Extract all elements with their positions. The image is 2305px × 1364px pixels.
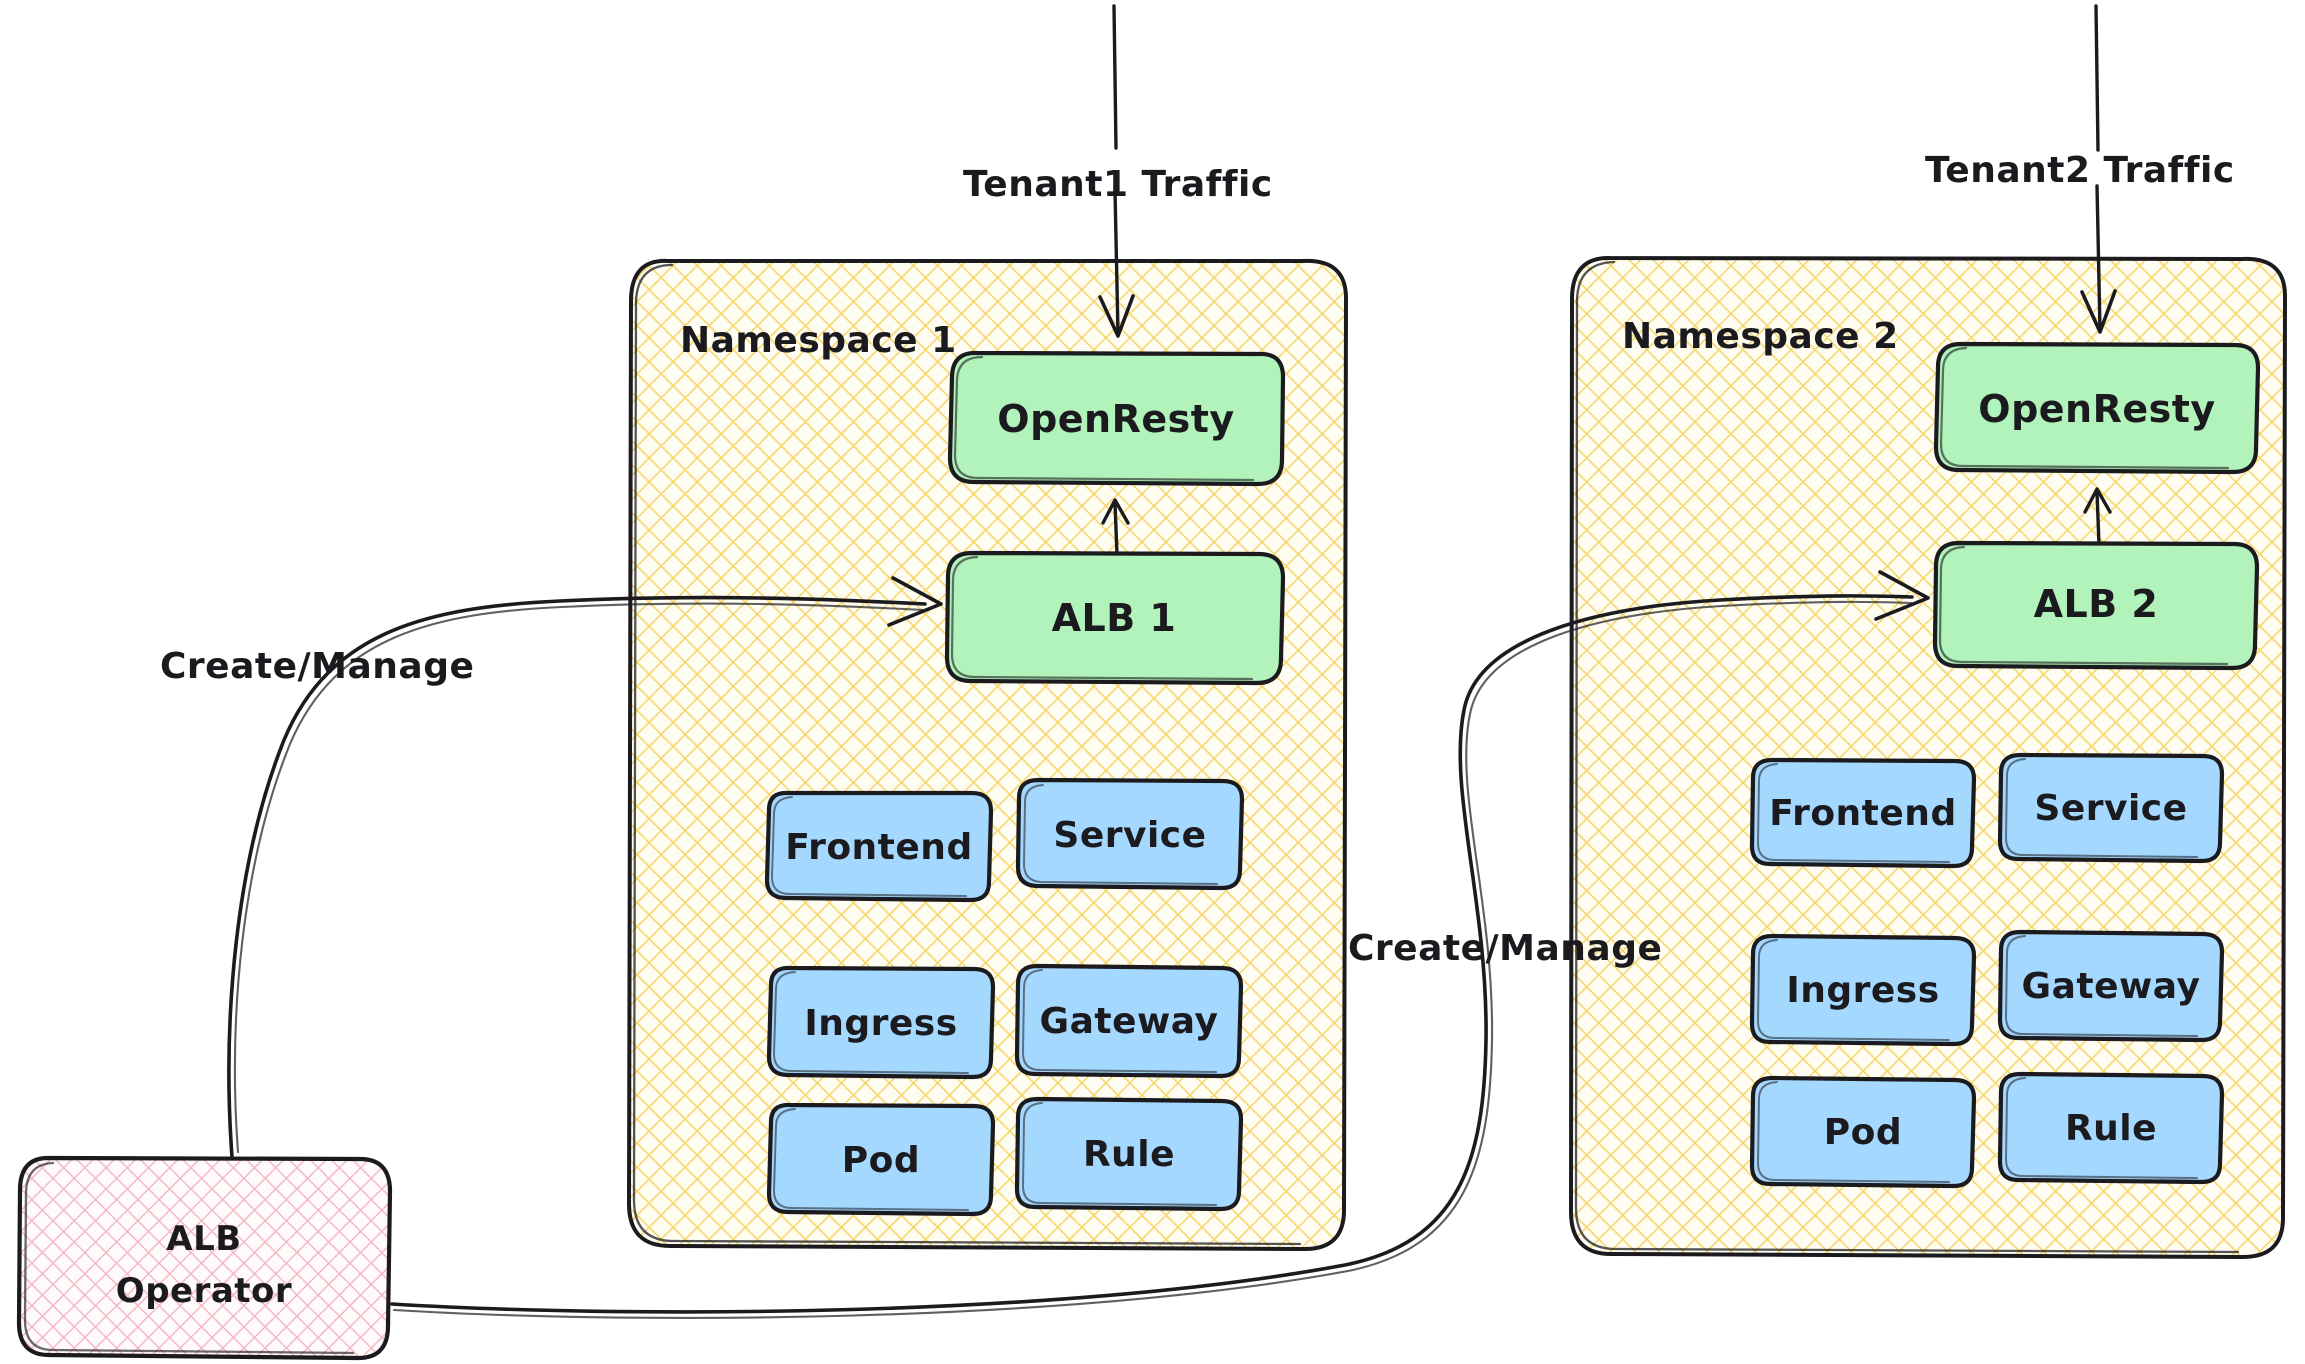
node-alb-1-label: ALB 1 [1052,596,1177,640]
resource-box[interactable]: Frontend [1749,757,1977,869]
alb-operator-border-sketch [23,1161,355,1355]
resource-box[interactable]: Pod [766,1102,996,1217]
resource-box[interactable]: Gateway [1014,963,1244,1079]
resource-box-label: Rule [1083,1134,1175,1175]
resource-box-label: Service [2034,788,2187,829]
node-openresty-1-label: OpenResty [997,397,1234,441]
resource-box-label: Frontend [785,827,972,868]
resource-box[interactable]: Service [1997,752,2225,864]
resource-grid-1: Frontend Service Ingress Gateway Pod [764,777,1245,1217]
resource-box[interactable]: Frontend [764,790,994,903]
node-openresty-1[interactable]: OpenResty [947,350,1286,487]
node-openresty-2[interactable]: OpenResty [1933,341,2261,475]
resource-grid-2: Frontend Service Ingress Gateway Pod [1749,752,2225,1189]
node-alb-2-label: ALB 2 [2034,582,2159,626]
namespace-2-label: Namespace 2 [1622,316,1899,357]
alb2-to-openresty2-line [2095,490,2101,547]
resource-box[interactable]: Ingress [766,965,996,1080]
resource-box-label: Rule [2065,1108,2157,1149]
resource-box-label: Gateway [1040,1001,1219,1042]
tenant2-traffic-line-top [2094,4,2100,152]
resource-box-label: Gateway [2022,966,2201,1007]
alb-operator-label-line2: Operator [116,1271,292,1311]
resource-box[interactable]: Gateway [1997,929,2225,1043]
tenant2-traffic-arrowhead [2080,289,2117,334]
node-alb-2[interactable]: ALB 2 [1932,540,2260,671]
edge-create-manage-2-path [390,594,1914,1314]
edge-create-manage-1-path [227,595,927,1159]
resource-box[interactable]: Pod [1749,1075,1977,1189]
resource-box-label: Ingress [1786,970,1939,1011]
edge-create-manage-1-label: Create/Manage [160,646,474,687]
alb-operator-border [16,1155,393,1361]
edge-create-manage-1-path-sketch [233,602,926,1154]
resource-box[interactable]: Ingress [1749,933,1977,1047]
alb2-to-openresty2-arrowhead [2083,487,2112,514]
namespace-1-border [627,258,1348,1251]
tenant2-traffic-line-bottom [2095,184,2102,332]
alb-operator-fill [19,1158,390,1358]
namespace-2-border [1569,255,2287,1259]
namespace-1-border-sketch [632,263,1302,1246]
node-openresty-2-label: OpenResty [1978,387,2215,431]
edge-create-manage-2-label: Create/Manage [1348,928,1662,969]
resource-box-label: Frontend [1769,793,1956,834]
tenant1-traffic-line-bottom [1113,188,1120,336]
resource-box-label: Ingress [804,1003,957,1044]
alb-operator-label-line1: ALB [166,1219,241,1259]
tenant2-traffic-label: Tenant2 Traffic [1925,150,2235,191]
edge-create-manage-2-path-sketch [392,600,1913,1319]
edge-create-manage-1-arrowhead [887,576,943,627]
resource-box[interactable]: Service [1015,777,1245,891]
alb1-to-openresty1-arrowhead [1101,498,1130,525]
tenant1-traffic-arrowhead [1098,294,1135,338]
tenant1-traffic-label: Tenant1 Traffic [963,164,1273,205]
resource-box[interactable]: Rule [1997,1071,2225,1185]
resource-box-label: Pod [1824,1112,1902,1153]
resource-box-label: Pod [842,1140,920,1181]
edge-create-manage-2-arrowhead [1874,570,1930,621]
node-alb-1[interactable]: ALB 1 [944,550,1286,686]
tenant1-traffic-line-top [1112,4,1118,150]
resource-box[interactable]: Rule [1014,1096,1244,1212]
resource-box-label: Service [1053,815,1206,856]
namespace-2-border-sketch [1574,260,2240,1254]
namespace-1-label: Namespace 1 [680,320,957,361]
alb1-to-openresty1-line [1113,501,1119,557]
